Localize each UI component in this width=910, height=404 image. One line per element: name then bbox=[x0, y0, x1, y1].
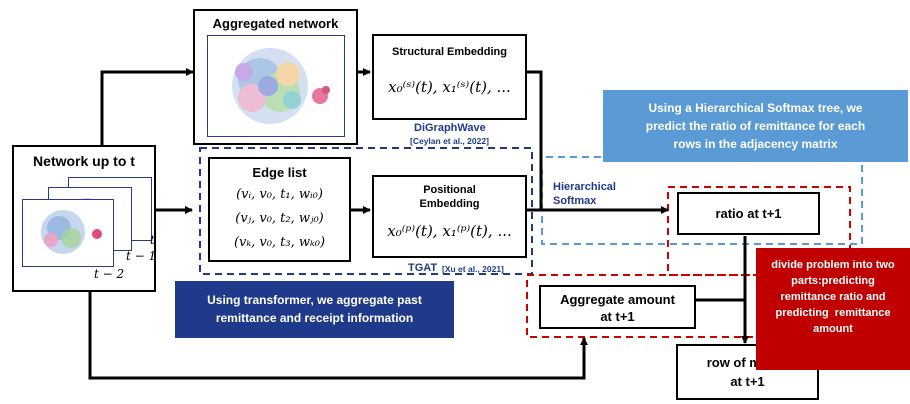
edge-list-row-3: (vₖ, v₀, t₃, wₖ₀) bbox=[233, 235, 326, 250]
positional-dashed-frame bbox=[199, 147, 533, 275]
softmax-note-callout: Using a Hierarchical Softmax tree, we pr… bbox=[603, 90, 908, 162]
divide-note-callout: divide problem into two parts:predicting… bbox=[756, 248, 910, 370]
positional-embedding-formula: x₀⁽ᵖ⁾(t), x₁⁽ᵖ⁾(t), ... bbox=[387, 222, 512, 240]
edge-list-box: Edge list (vᵢ, v₀, t₁, wᵢ₀) (vⱼ, v₀, t₂,… bbox=[208, 157, 351, 262]
tgat-label: TGAT bbox=[408, 262, 438, 274]
hierarchical-softmax-line1: Hierarchical bbox=[553, 181, 616, 193]
aggregated-network-box: Aggregated network bbox=[193, 9, 358, 145]
arrow-network-to-aggregate bbox=[88, 292, 588, 380]
label-t-minus-1: t − 1 bbox=[126, 249, 157, 263]
softmax-note-line3: rows in the adjacency matrix bbox=[673, 137, 838, 151]
edge-list-row-2: (vⱼ, v₀, t₂, wⱼ₀) bbox=[235, 211, 324, 226]
positional-embedding-title-1: Positional bbox=[423, 184, 476, 196]
row-of-matrix-line2: at t+1 bbox=[730, 374, 765, 389]
arrow-network-to-aggregated bbox=[100, 68, 194, 145]
aggregate-amount-line2: at t+1 bbox=[600, 309, 635, 324]
hierarchical-softmax-line2: Softmax bbox=[553, 195, 597, 207]
label-t-minus-2: t − 2 bbox=[94, 267, 125, 281]
divide-note-line4: predicting remittance bbox=[775, 307, 891, 319]
softmax-note-line1: Using a Hierarchical Softmax tree, we bbox=[648, 101, 863, 115]
label-t: t bbox=[150, 233, 155, 247]
aggregated-network-title: Aggregated network bbox=[212, 16, 339, 31]
divide-note-line3: remittance ratio and bbox=[780, 291, 886, 303]
transformer-note-line2: remittance and receipt information bbox=[215, 311, 414, 325]
digraphwave-citation: [Ceylan et al., 2022] bbox=[410, 136, 489, 146]
transformer-note-callout: Using transformer, we aggregate past rem… bbox=[175, 281, 454, 338]
positional-embedding-box: Positional Embedding x₀⁽ᵖ⁾(t), x₁⁽ᵖ⁾(t),… bbox=[372, 175, 527, 258]
structural-embedding-box: Structural Embedding x₀⁽ˢ⁾(t), x₁⁽ˢ⁾(t),… bbox=[372, 34, 527, 120]
divide-note-line2: parts:predicting bbox=[791, 275, 875, 287]
edge-list-row-1: (vᵢ, v₀, t₁, wᵢ₀) bbox=[236, 187, 323, 202]
transformer-note-line1: Using transformer, we aggregate past bbox=[207, 293, 422, 307]
structural-embedding-formula: x₀⁽ˢ⁾(t), x₁⁽ˢ⁾(t), ... bbox=[388, 78, 511, 96]
digraphwave-label: DiGraphWave bbox=[414, 122, 486, 134]
aggregate-amount-line1: Aggregate amount bbox=[560, 292, 675, 307]
ratio-label: ratio at t+1 bbox=[715, 206, 782, 221]
positional-embedding-title-2: Embedding bbox=[419, 198, 480, 210]
aggregate-amount-box: Aggregate amount at t+1 bbox=[539, 285, 696, 329]
softmax-note-line2: predict the ratio of remittance for each bbox=[645, 119, 866, 133]
network-up-to-t-title: Network up to t bbox=[33, 153, 135, 169]
aggregated-network-image bbox=[207, 35, 345, 137]
tgat-citation: [Xu et al., 2021] bbox=[442, 264, 504, 274]
aggregate-dashed-frame bbox=[526, 274, 760, 338]
network-snapshot-t-minus-2 bbox=[22, 199, 114, 267]
ratio-box: ratio at t+1 bbox=[677, 192, 820, 235]
structural-embedding-title: Structural Embedding bbox=[392, 46, 507, 58]
divide-note-line1: divide problem into two bbox=[771, 259, 895, 271]
edge-list-title: Edge list bbox=[252, 165, 307, 180]
line-structural-to-softmax bbox=[527, 70, 543, 210]
divide-note-line5: amount bbox=[813, 323, 853, 335]
network-up-to-t-box: Network up to t t t − 1 t − 2 bbox=[12, 145, 156, 292]
